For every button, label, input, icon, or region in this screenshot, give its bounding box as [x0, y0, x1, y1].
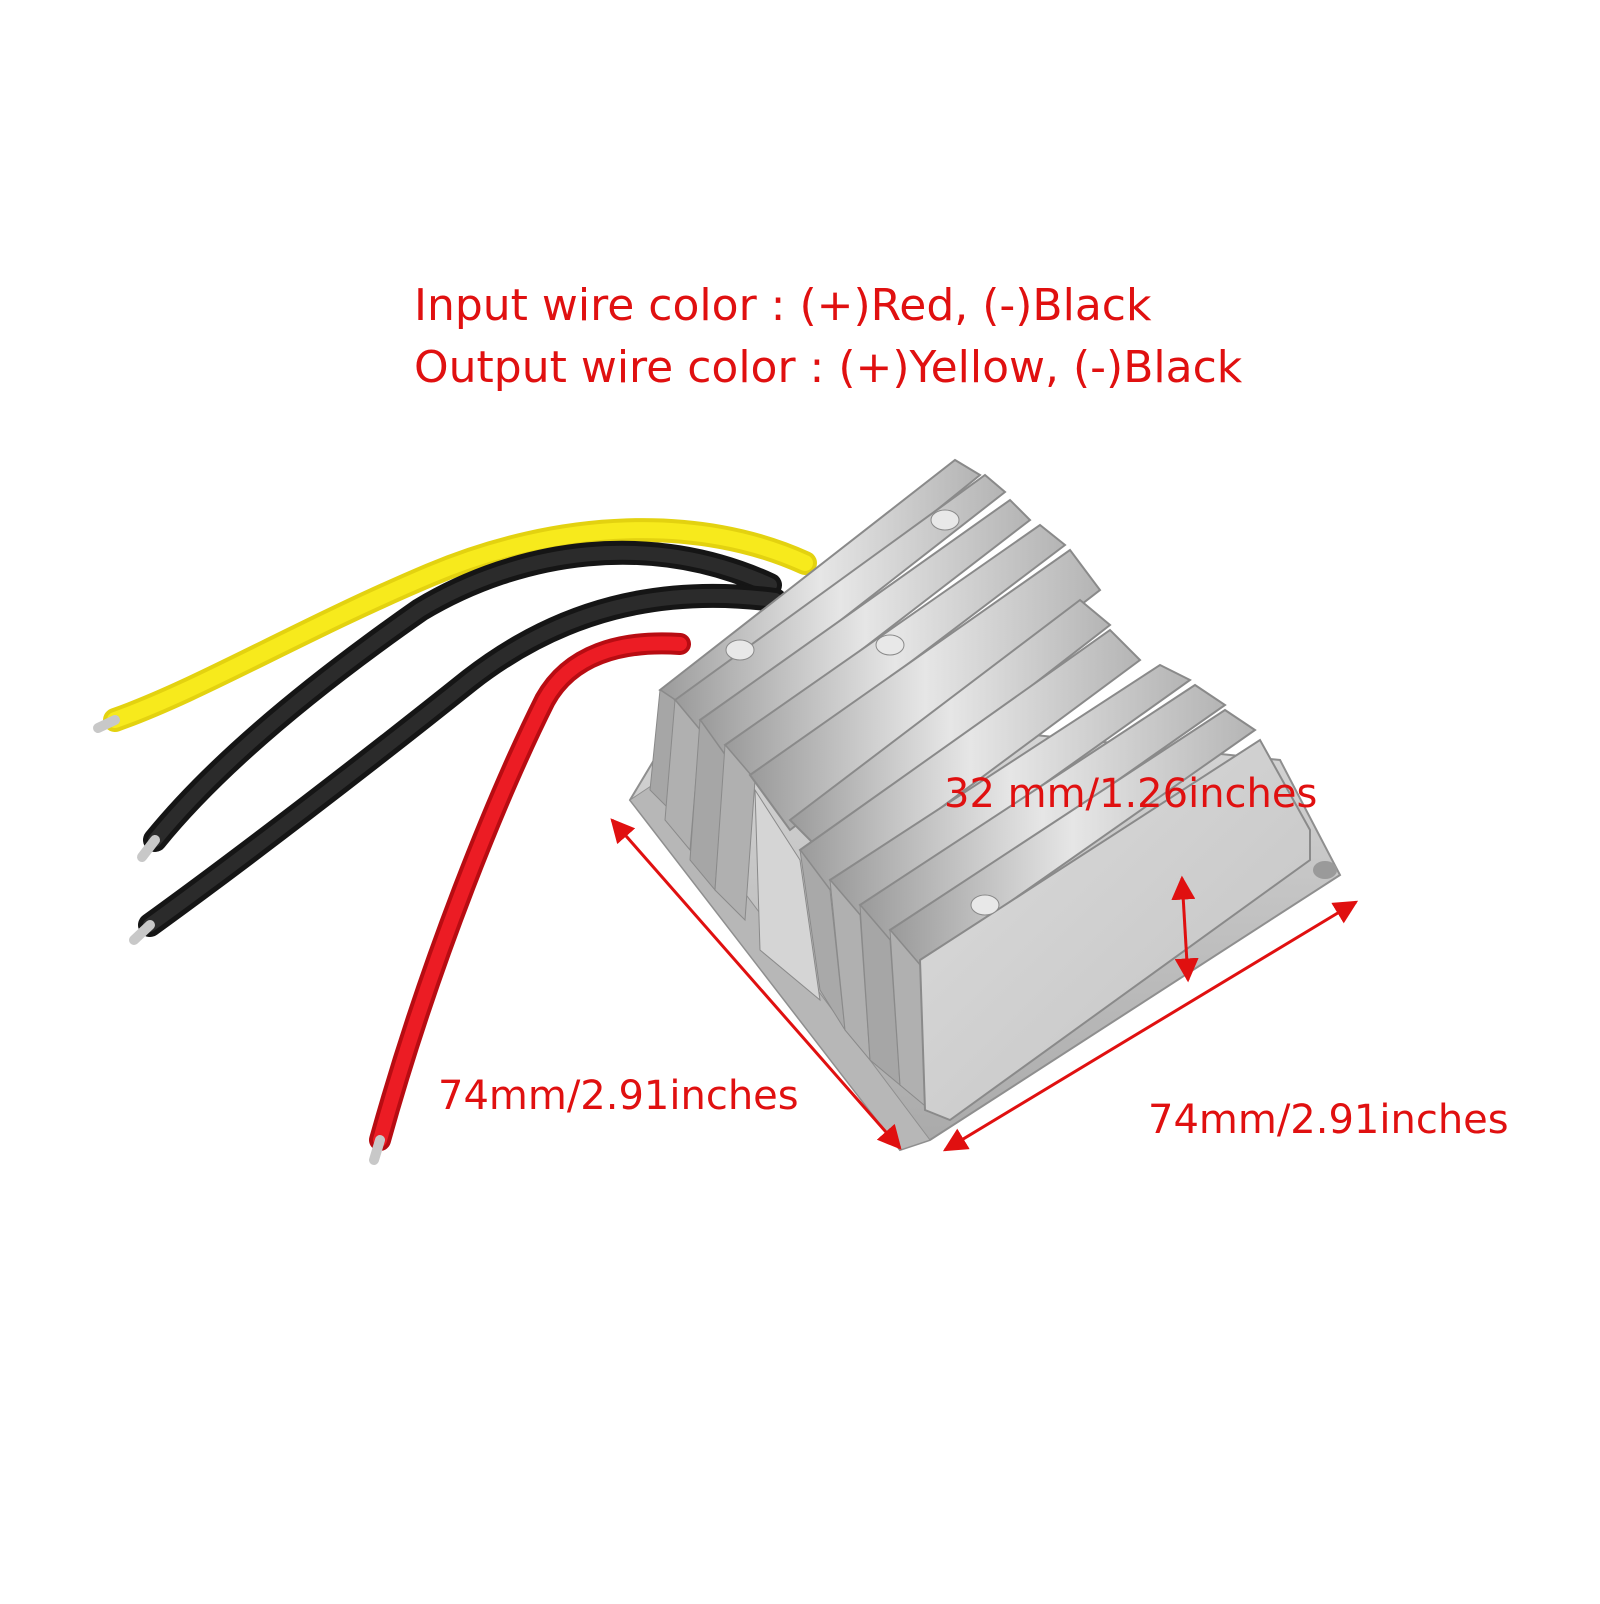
mounting-hole [1313, 861, 1337, 879]
height-dimension-label: 32 mm/1.26inches [944, 771, 1318, 817]
wire-yellow [93, 518, 817, 733]
width-dimension-arrow [942, 900, 1359, 1152]
depth-dimension-arrow [610, 818, 902, 1150]
height-dimension-arrow [1171, 875, 1199, 983]
wire-black-output [137, 540, 782, 862]
depth-dimension-label: 74mm/2.91inches [438, 1073, 799, 1119]
width-dimension-label: 74mm/2.91inches [1148, 1097, 1509, 1143]
output-wire-spec: Output wire color : (+)Yellow, (-)Black [414, 342, 1243, 393]
converter-housing [628, 458, 1342, 1152]
wire-black-input [129, 583, 787, 945]
wire-red [369, 632, 691, 1165]
input-wire-spec: Input wire color : (+)Red, (-)Black [414, 280, 1152, 331]
